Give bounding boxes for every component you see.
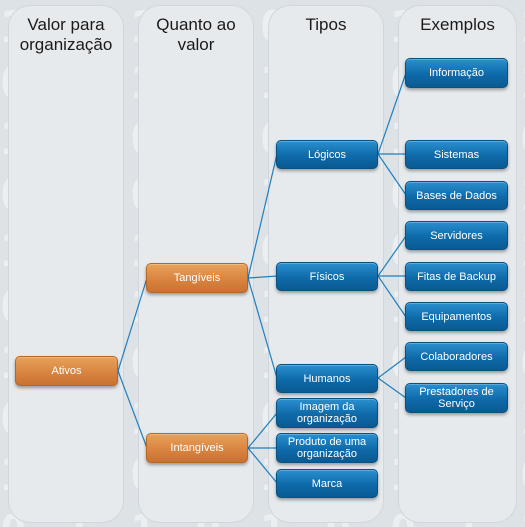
node-marca: Marca — [276, 469, 378, 498]
node-equipamentos: Equipamentos — [405, 302, 508, 331]
column-title-quanto: Quanto ao valor — [156, 15, 236, 54]
node-fisicos: Físicos — [276, 262, 378, 291]
node-colaboradores: Colaboradores — [405, 342, 508, 371]
column-title-valor: Valor para organização — [19, 15, 113, 54]
node-informacao: Informação — [405, 58, 508, 88]
node-prestadores: Prestadores de Serviço — [405, 383, 508, 413]
node-ativos: Ativos — [15, 356, 118, 386]
column-title-tipos: Tipos — [305, 15, 347, 34]
column-valor: Valor para organização — [8, 5, 124, 523]
node-servidores: Servidores — [405, 221, 508, 250]
node-humanos: Humanos — [276, 364, 378, 393]
node-imagem: Imagem da organização — [276, 398, 378, 428]
node-sistemas: Sistemas — [405, 140, 508, 169]
node-intangiveis: Intangíveis — [146, 433, 248, 463]
node-logicos: Lógicos — [276, 140, 378, 169]
node-tangiveis: Tangíveis — [146, 263, 248, 293]
node-bases: Bases de Dados — [405, 181, 508, 210]
column-title-exemplos: Exemplos — [420, 15, 495, 34]
node-fitas: Fitas de Backup — [405, 262, 508, 291]
node-produto: Produto de uma organização — [276, 433, 378, 463]
